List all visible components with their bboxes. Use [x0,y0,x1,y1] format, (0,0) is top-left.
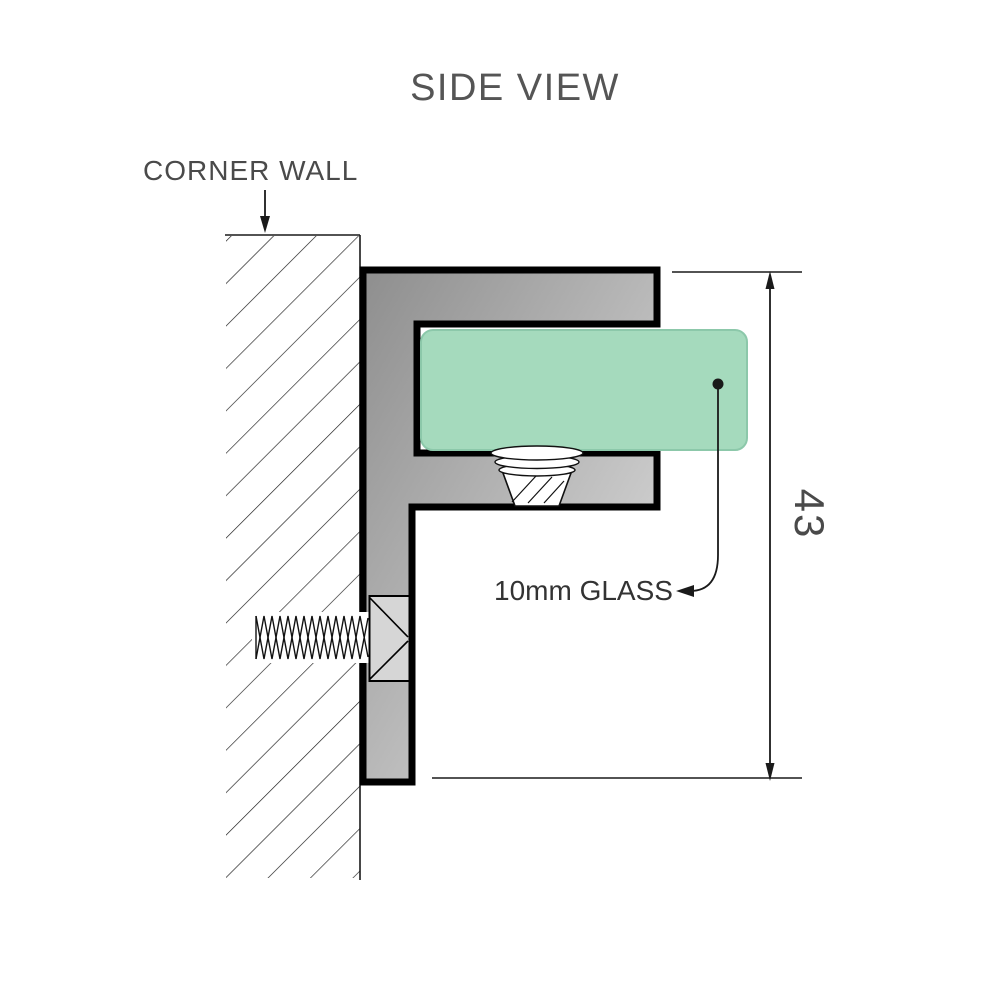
glass-callout: 10mm GLASS [494,378,724,606]
glass-label: 10mm GLASS [494,575,673,606]
arrow-down-icon [765,763,775,781]
arrow-up-icon [765,271,775,289]
arrow-down-icon [260,216,270,233]
arrow-left-icon [676,585,694,597]
glass-leader-dot [712,378,724,390]
grub-screw-hatch-line [543,480,565,504]
grub-screw-thread [490,445,584,461]
glass-clamp-bracket [359,266,661,786]
page-title: SIDE VIEW [410,67,620,109]
wall-screw [252,595,411,682]
glass-leader-line [689,389,719,592]
screw-thread-zigzag [255,615,369,660]
screw-head [368,595,411,682]
grub-screw [490,445,584,507]
grub-screw-hatch-line [511,475,537,503]
glass-panel [420,329,748,451]
dimension-value: 43 [786,489,833,540]
screw-head-chamfer-line [369,640,409,680]
wall-hatching [226,236,360,878]
corner-wall-callout: CORNER WALL [143,155,358,233]
height-dimension: 43 [432,271,833,781]
screw-thread-zigzag [255,615,369,660]
grub-screw-hatch-line [527,476,553,504]
corner-wall [225,234,361,880]
corner-wall-label: CORNER WALL [143,155,358,186]
screw-head-chamfer-line [369,597,409,638]
